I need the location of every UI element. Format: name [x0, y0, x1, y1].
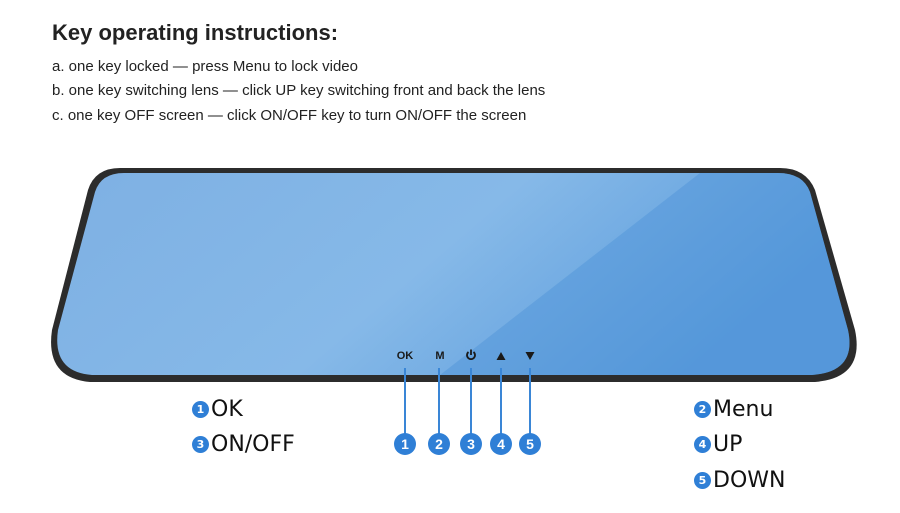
ok-button[interactable]: OK	[396, 350, 414, 362]
callout-number-5: 5	[519, 433, 541, 455]
legend-number-1: 1	[192, 401, 209, 418]
legend-label-ok: OK	[211, 397, 243, 422]
legend-number-5: 5	[694, 472, 711, 489]
callout-line-1	[404, 368, 406, 434]
legend-number-2: 2	[694, 401, 711, 418]
legend-number-4: 4	[694, 436, 711, 453]
screen-glare	[440, 173, 850, 375]
instruction-a: a. one key locked — press Menu to lock v…	[52, 58, 358, 75]
instruction-b: b. one key switching lens — click UP key…	[52, 82, 546, 99]
legend-menu: 2 Menu	[694, 397, 773, 422]
callout-line-4	[500, 368, 502, 434]
callout-line-2	[438, 368, 440, 434]
legend-label-down: DOWN	[713, 468, 786, 493]
callout-line-5	[529, 368, 531, 434]
legend-up: 4 UP	[694, 432, 742, 457]
callout-number-1: 1	[394, 433, 416, 455]
power-button[interactable]	[465, 348, 477, 366]
down-button[interactable]	[525, 348, 535, 366]
triangle-down-icon	[525, 352, 535, 360]
callout-number-3: 3	[460, 433, 482, 455]
legend-number-3: 3	[192, 436, 209, 453]
page-title: Key operating instructions:	[52, 20, 339, 45]
legend-label-onoff: ON/OFF	[211, 432, 295, 457]
power-icon	[466, 349, 476, 361]
up-button[interactable]	[496, 348, 506, 366]
callout-number-4: 4	[490, 433, 512, 455]
triangle-up-icon	[496, 352, 506, 360]
legend-ok: 1 OK	[192, 397, 243, 422]
menu-button[interactable]: M	[435, 350, 445, 362]
callout-line-3	[470, 368, 472, 434]
legend-label-up: UP	[713, 432, 743, 457]
mirror-screen	[57, 173, 850, 375]
legend-down: 5 DOWN	[694, 468, 785, 493]
callout-number-2: 2	[428, 433, 450, 455]
legend-label-menu: Menu	[713, 397, 774, 422]
instruction-c: c. one key OFF screen — click ON/OFF key…	[52, 107, 527, 124]
legend-onoff: 3 ON/OFF	[192, 432, 295, 457]
